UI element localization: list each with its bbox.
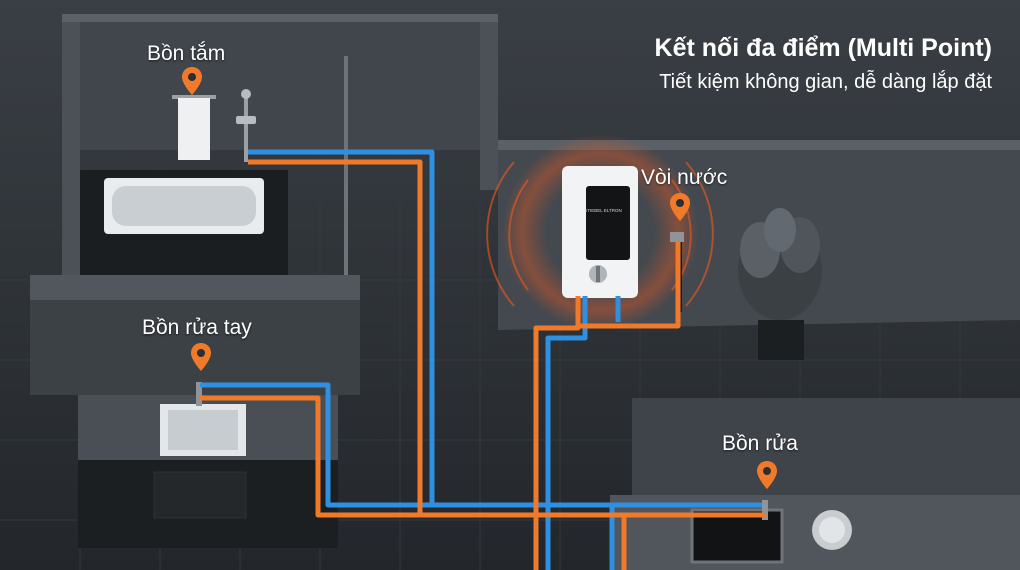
sink-counter [610, 398, 1020, 570]
washbasin-counter [78, 382, 338, 548]
label-faucet: Vòi nước [641, 166, 728, 189]
title-block: Kết nối đa điểm (Multi Point) Tiết kiệm … [655, 34, 992, 94]
location-pin-icon [757, 461, 777, 489]
hot-water-pipes [200, 159, 766, 570]
plant-icon [738, 208, 822, 360]
towel-icon [172, 95, 216, 160]
page-subtitle: Tiết kiệm không gian, dễ dàng lắp đặt [659, 71, 992, 93]
location-pin-icon [670, 193, 690, 221]
label-bathtub: Bồn tắm [147, 42, 226, 65]
back-wall [68, 18, 495, 150]
water-heater-icon: STIEBEL ELTRON [562, 166, 638, 298]
heater-brand: STIEBEL ELTRON [584, 208, 622, 213]
bathtub-icon [80, 170, 288, 276]
cold-water-pipes [200, 149, 762, 570]
location-pin-icon [182, 67, 202, 95]
location-pin-icon [191, 343, 211, 371]
shower-icon [236, 89, 256, 162]
label-washbasin: Bồn rửa tay [142, 316, 252, 339]
page-title: Kết nối đa điểm (Multi Point) [654, 34, 992, 62]
label-sink: Bồn rửa [722, 432, 798, 455]
